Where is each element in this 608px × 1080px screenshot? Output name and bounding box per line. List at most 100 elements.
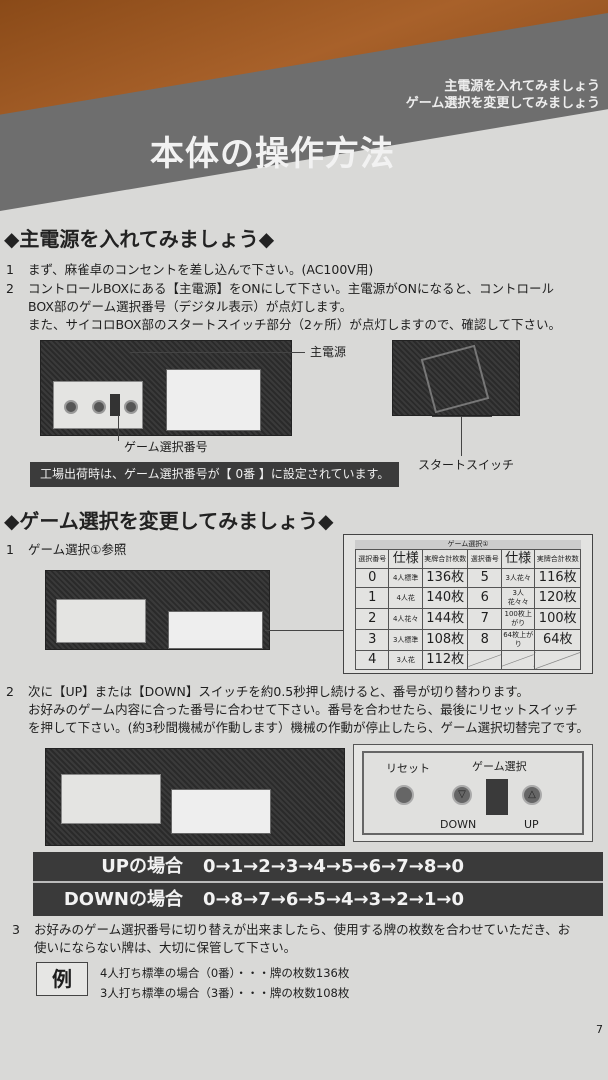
sequence-values: 0→8→7→6→5→4→3→2→1→0 — [203, 889, 464, 910]
mini-table-image — [168, 611, 263, 649]
table-header: 実牌合計枚数 — [421, 549, 469, 569]
page-title: 本体の操作方法 — [150, 134, 395, 174]
header-subtitle: ゲーム選択を変更してみましょう — [405, 96, 600, 111]
down-sequence-row: DOWNの場合 0→8→7→6→5→4→3→2→1→0 — [33, 885, 603, 915]
table-cell: 4 — [354, 650, 390, 670]
table-cell: 8 — [467, 629, 502, 651]
table-cell: 136枚 — [421, 568, 469, 588]
step-number: 2 — [6, 281, 14, 296]
table-cell — [534, 650, 581, 670]
down-button-icon — [92, 400, 106, 414]
control-panel — [61, 774, 161, 824]
reset-label: リセット — [386, 762, 430, 775]
reset-button[interactable] — [394, 785, 414, 805]
down-label: DOWN — [440, 818, 477, 831]
control-box-photo-2 — [45, 570, 270, 650]
up-sequence-row: UPの場合 0→1→2→3→4→5→6→7→8→0 — [33, 853, 603, 883]
example-label: 例 — [36, 962, 88, 996]
control-panel — [56, 599, 146, 643]
game-number-label: ゲーム選択番号 — [124, 440, 208, 454]
table-cell: 64枚上がり — [500, 629, 536, 651]
step-text: 使いにならない牌は、大切に保管して下さい。 — [34, 940, 297, 955]
sequence-label: UPの場合 — [101, 856, 183, 877]
section1-heading: ◆主電源を入れてみましょう◆ — [4, 227, 275, 251]
control-box-photo — [40, 340, 292, 436]
table-caption: ゲーム選択① — [355, 540, 581, 549]
step-text: また、サイコロBOX部のスタートスイッチ部分（2ヶ所）が点灯しますので、確認して… — [28, 317, 562, 332]
table-cell: 112枚 — [421, 650, 469, 670]
table-header: 仕様 — [500, 549, 536, 569]
start-switch-photo — [392, 340, 520, 416]
step-number: 1 — [6, 262, 14, 277]
step-text: ゲーム選択①参照 — [28, 542, 127, 557]
switch-sequence-band: UPの場合 0→1→2→3→4→5→6→7→8→0 DOWNの場合 0→8→7→… — [33, 852, 603, 916]
table-cell: 4人花々 — [388, 608, 423, 630]
control-panel — [53, 381, 143, 429]
table-cell: 116枚 — [534, 568, 581, 588]
table-header: 選択番号 — [354, 549, 390, 569]
table-cell: 1 — [354, 587, 390, 609]
table-cell — [467, 650, 502, 670]
up-button[interactable]: △ — [522, 785, 542, 805]
start-switch-label: スタートスイッチ — [418, 458, 515, 472]
table-cell: 0 — [354, 568, 390, 588]
main-power-label: 主電源 — [310, 345, 347, 359]
sequence-values: 0→1→2→3→4→5→6→7→8→0 — [203, 856, 464, 877]
down-button[interactable]: ▽ — [452, 785, 472, 805]
table-cell: 4人花 — [388, 587, 423, 609]
table-header: 実牌合計枚数 — [534, 549, 581, 569]
up-button-icon — [124, 400, 138, 414]
table-header-row: 選択番号 仕様 実牌合計枚数 選択番号 仕様 実牌合計枚数 — [354, 549, 581, 569]
step-1: 1 ゲーム選択①参照 — [6, 542, 126, 558]
step-text: 次に【UP】または【DOWN】スイッチを約0.5秒押し続けると、番号が切り替わり… — [28, 684, 529, 699]
up-label: UP — [524, 818, 539, 831]
step-3: 3 お好みのゲーム選択番号に切り替えが出来ましたら、使用する牌の枚数を合わせていた… — [12, 922, 570, 938]
step-2-cont: また、サイコロBOX部のスタートスイッチ部分（2ヶ所）が点灯しますので、確認して… — [6, 317, 561, 333]
step-text: BOX部のゲーム選択番号（デジタル表示）が点灯します。 — [28, 299, 353, 314]
section2-heading: ◆ゲーム選択を変更してみましょう◆ — [4, 509, 334, 533]
table-cell: 64枚 — [534, 629, 581, 651]
table-cell: 108枚 — [421, 629, 469, 651]
leader-line — [118, 415, 119, 441]
leader-line — [432, 416, 492, 417]
table-cell — [500, 650, 536, 670]
step-2: 2 次に【UP】または【DOWN】スイッチを約0.5秒押し続けると、番号が切り替わ… — [6, 684, 529, 700]
step-text: お好みのゲーム選択番号に切り替えが出来ましたら、使用する牌の枚数を合わせていただ… — [34, 922, 571, 937]
example-line: 3人打ち標準の場合（3番）・・・牌の枚数108枚 — [100, 986, 350, 1000]
step-text: まず、麻雀卓のコンセントを差し込んで下さい。(AC100V用) — [28, 262, 374, 277]
table-cell: 100枚上がり — [500, 608, 536, 630]
header-subtitles: 主電源を入れてみましょう ゲーム選択を変更してみましょう — [400, 78, 600, 112]
table-header: 選択番号 — [467, 549, 502, 569]
leader-line — [130, 352, 305, 353]
control-box-photo-3 — [45, 748, 345, 846]
example-line: 4人打ち標準の場合（0番）・・・牌の枚数136枚 — [100, 966, 350, 980]
table-header: 仕様 — [388, 549, 423, 569]
table-cell: 3人花々 — [500, 568, 536, 588]
table-cell: 3 — [354, 629, 390, 651]
step-text: お好みのゲーム内容に合った番号に合わせて下さい。番号を合わせたら、最後にリセット… — [28, 702, 578, 717]
table-cell: 2 — [354, 608, 390, 630]
table-cell: 3人花 — [388, 650, 423, 670]
step-2: 2 コントロールBOXにある【主電源】をONにして下さい。主電源がONになると、コ… — [6, 281, 554, 297]
step-number: 3 — [12, 922, 20, 937]
digit-display — [110, 394, 120, 416]
panel-face: リセット ゲーム選択 ▽ △ DOWN UP — [362, 751, 584, 835]
factory-setting-note: 工場出荷時は、ゲーム選択番号が【 0番 】に設定されています。 — [30, 462, 400, 487]
table-cell: 4人標準 — [388, 568, 423, 588]
table-cell: 3人花々々 — [500, 587, 536, 609]
step-number: 1 — [6, 542, 14, 557]
sequence-label: DOWNの場合 — [63, 889, 183, 910]
game-number-display — [486, 779, 508, 815]
step-text: コントロールBOXにある【主電源】をONにして下さい。主電源がONになると、コン… — [28, 281, 554, 296]
step-1: 1 まず、麻雀卓のコンセントを差し込んで下さい。(AC100V用) — [6, 262, 373, 278]
table-cell: 144枚 — [421, 608, 469, 630]
step-number: 2 — [6, 684, 14, 699]
dice-box-icon — [420, 344, 490, 414]
